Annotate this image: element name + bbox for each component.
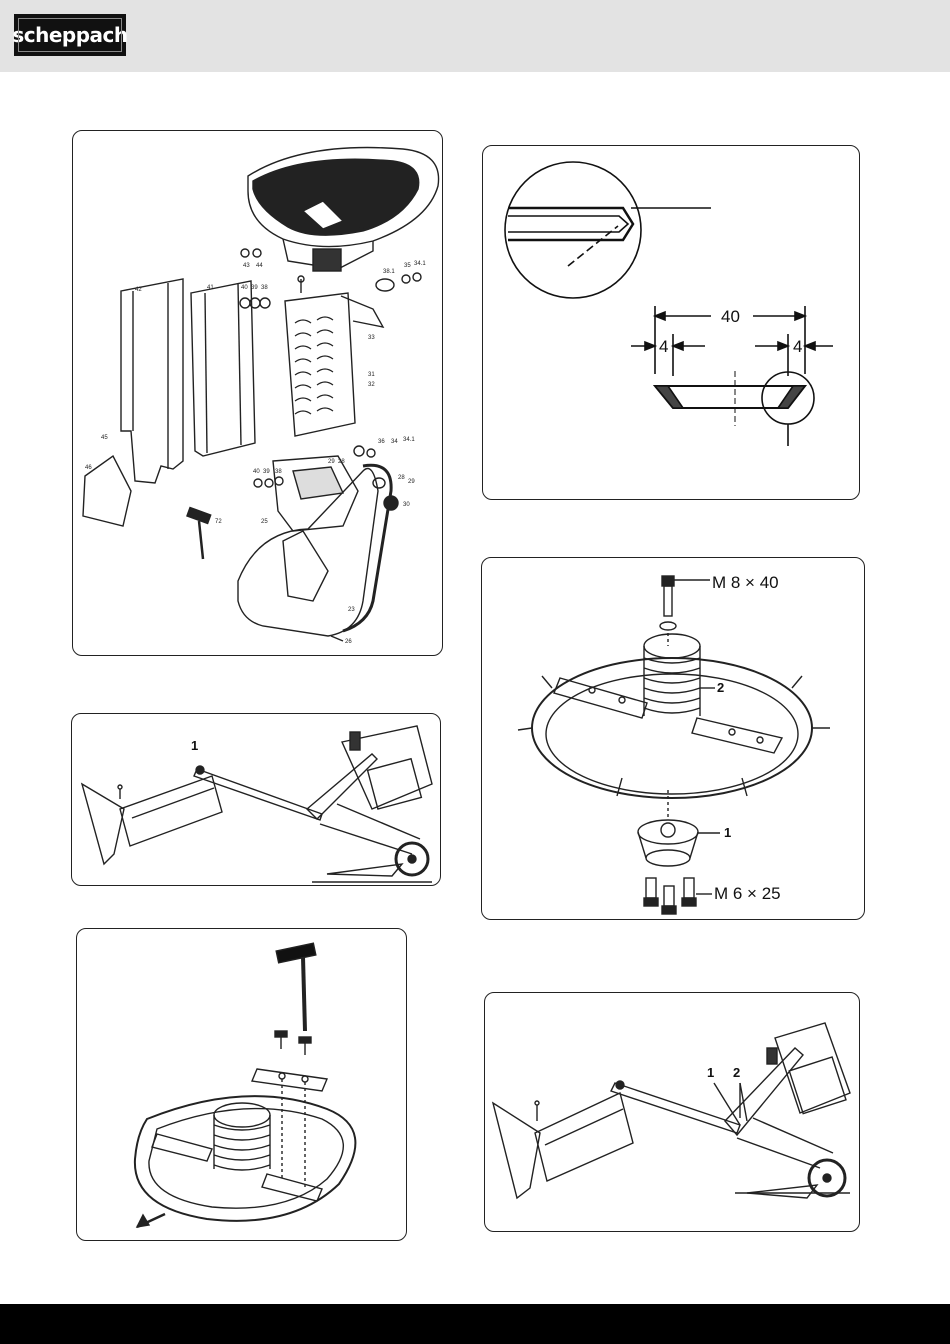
svg-text:28: 28 [398, 475, 405, 481]
frame-assembly-drawing-1 [72, 714, 441, 886]
svg-text:29: 29 [408, 479, 415, 485]
callout-1: 1 [724, 825, 731, 840]
svg-text:30: 30 [403, 502, 410, 508]
svg-text:39: 39 [251, 285, 258, 291]
svg-text:34.1: 34.1 [403, 437, 415, 443]
svg-text:41: 41 [207, 285, 214, 291]
svg-text:40: 40 [253, 469, 260, 475]
svg-text:38: 38 [275, 469, 282, 475]
scheppach-logo: scheppach [14, 14, 126, 56]
svg-text:23: 23 [348, 607, 355, 613]
page-header: scheppach [0, 0, 950, 72]
right-edge-dimension-label: 4 [793, 337, 802, 357]
frame-assembly-figure-1: 1 [71, 713, 441, 886]
svg-text:32: 32 [368, 382, 375, 388]
bottom-bolt-spec: M 6 × 25 [714, 884, 781, 904]
callout-1: 1 [707, 1065, 714, 1080]
svg-text:26: 26 [345, 639, 352, 645]
svg-text:46: 46 [85, 465, 92, 471]
left-edge-dimension-label: 4 [659, 337, 668, 357]
svg-text:34.1: 34.1 [414, 261, 426, 267]
svg-text:31: 31 [368, 372, 375, 378]
svg-text:38: 38 [261, 285, 268, 291]
blade-dimension-figure: 40 4 4 [482, 145, 860, 500]
frame-assembly-figure-2: 1 2 [484, 992, 860, 1232]
top-bolt-spec: M 8 × 40 [712, 573, 779, 593]
svg-text:43: 43 [243, 263, 250, 269]
callout-2: 2 [733, 1065, 740, 1080]
svg-text:25: 25 [261, 519, 268, 525]
svg-text:34: 34 [391, 439, 398, 445]
frame-assembly-drawing-2 [485, 993, 860, 1232]
svg-text:44: 44 [256, 263, 263, 269]
callout-2: 2 [717, 680, 724, 695]
svg-text:45: 45 [101, 435, 108, 441]
svg-text:33: 33 [368, 335, 375, 341]
svg-text:17: 17 [358, 227, 365, 233]
svg-text:35: 35 [404, 263, 411, 269]
blade-dimension-drawing [483, 146, 860, 500]
svg-text:40: 40 [241, 285, 248, 291]
width-dimension-label: 40 [721, 307, 740, 327]
svg-text:36: 36 [378, 439, 385, 445]
svg-text:29: 29 [328, 459, 335, 465]
disc-assembly-figure: M 8 × 40 2 1 M 6 × 25 [481, 557, 865, 920]
svg-text:42: 42 [135, 287, 142, 293]
knife-mounting-drawing [77, 929, 407, 1241]
svg-text:28: 28 [338, 459, 345, 465]
callout-1: 1 [191, 738, 198, 753]
svg-text:39: 39 [263, 469, 270, 475]
svg-text:72: 72 [215, 519, 222, 525]
page-footer-bar [0, 1304, 950, 1344]
disc-assembly-drawing [482, 558, 865, 920]
knife-mounting-figure [76, 928, 407, 1241]
svg-text:38.1: 38.1 [383, 269, 395, 275]
